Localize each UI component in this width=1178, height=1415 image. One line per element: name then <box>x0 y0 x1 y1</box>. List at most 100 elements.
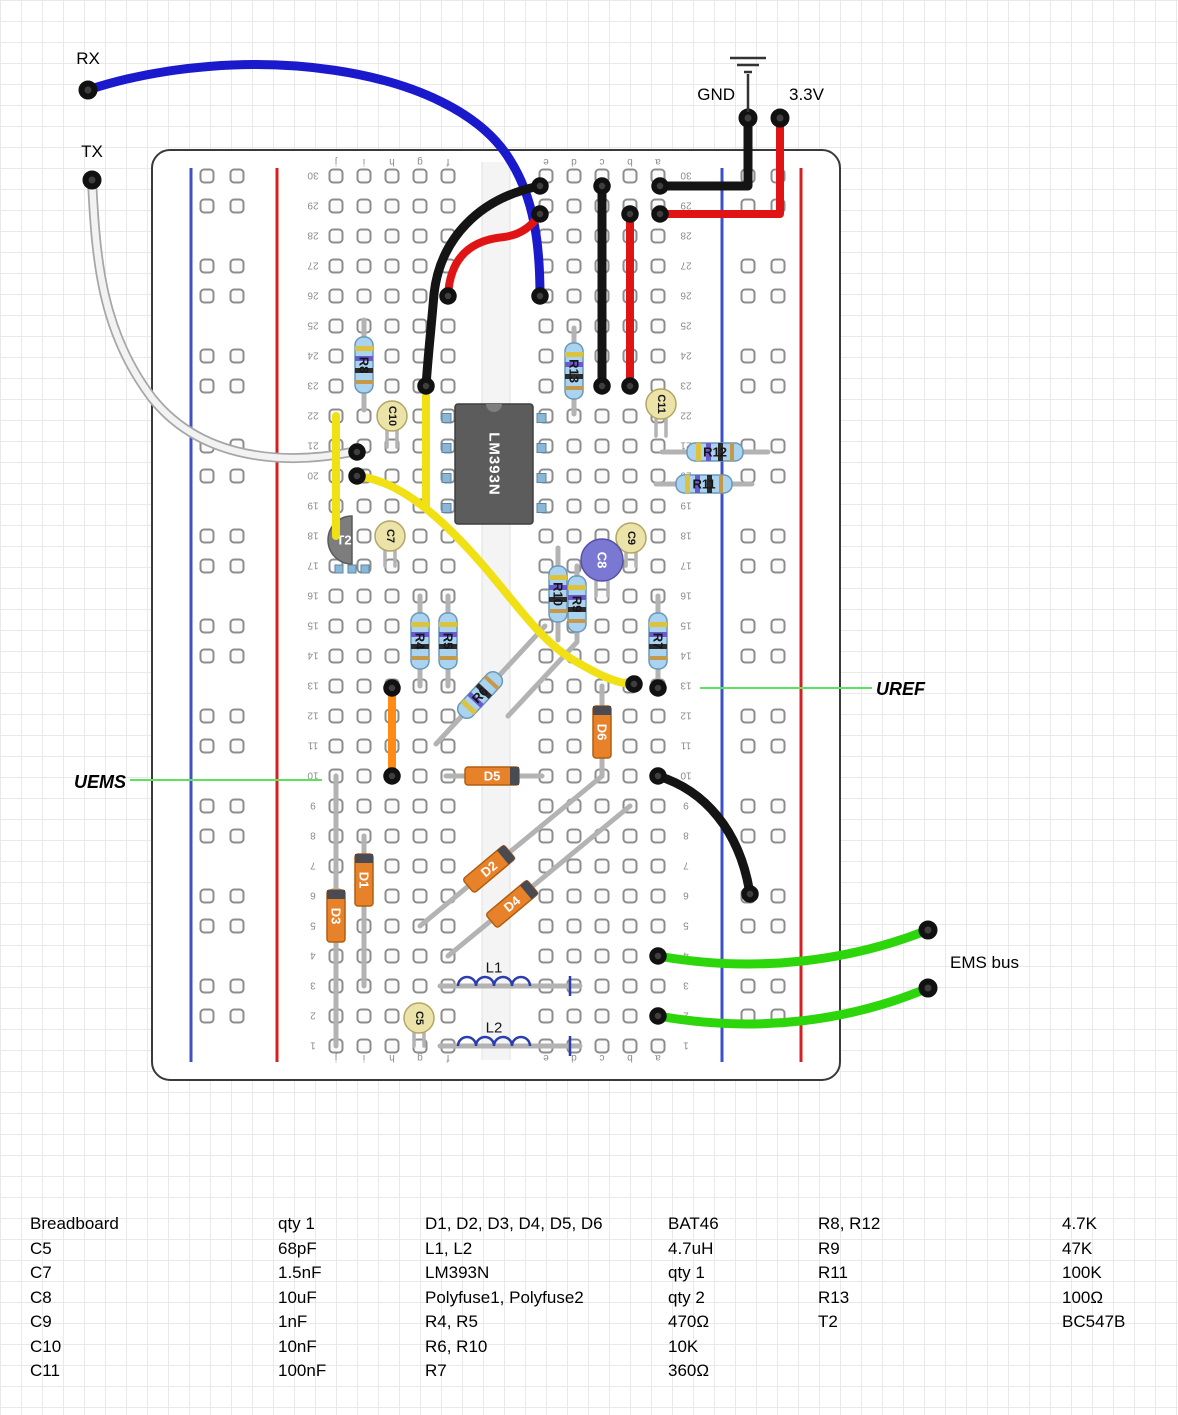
diode-d2[interactable]: D2 <box>463 844 516 893</box>
diode-d3[interactable]: D3 <box>326 889 346 943</box>
capacitor-c8[interactable]: C8 <box>580 538 624 582</box>
capacitor-c9[interactable]: C9 <box>615 522 647 554</box>
board-coord-label: 1 <box>683 1040 689 1051</box>
diode-d1[interactable]: D1 <box>354 853 374 907</box>
board-coord-label: 25 <box>307 320 319 331</box>
resistor-r4[interactable]: R4 <box>410 612 430 670</box>
bom-part-value: 100nF <box>278 1361 327 1380</box>
board-coord-label: d <box>571 1052 577 1063</box>
board-coord-label: 5 <box>310 920 316 931</box>
board-coord-label: a <box>655 156 661 167</box>
bom-part-name: R11 <box>818 1263 848 1282</box>
lead-c9 <box>624 550 638 568</box>
board-coord-label: 2 <box>683 1010 689 1021</box>
wire-rx-blue[interactable] <box>83 60 545 301</box>
wire-end <box>531 177 549 195</box>
resistor-r12[interactable]: R12 <box>686 442 744 462</box>
resistor-r13[interactable]: R13 <box>564 342 584 400</box>
board-coord-label: 16 <box>307 590 319 601</box>
board-coord-label: 23 <box>307 380 319 391</box>
wire-black-right[interactable] <box>653 771 755 899</box>
lead-c5 <box>412 1030 426 1048</box>
board-coord-label: f <box>446 1052 449 1063</box>
lead-d4 <box>445 803 633 959</box>
ems-bus-label: EMS bus <box>950 953 1019 972</box>
board-coord-label: 30 <box>680 170 692 181</box>
board-coord-label: 8 <box>310 830 316 841</box>
capacitor-label: C11 <box>655 394 667 414</box>
resistor-r9[interactable]: R9 <box>567 575 587 633</box>
3v3-terminal[interactable] <box>770 108 790 128</box>
diode-d4[interactable]: D4 <box>486 879 539 928</box>
ic-notch <box>486 404 502 412</box>
resistor-r8[interactable]: R8 <box>354 336 374 394</box>
board-coord-label: 29 <box>680 200 692 211</box>
board-coord-label: 3 <box>310 980 316 991</box>
lead-d2 <box>417 773 605 929</box>
wire-3v3[interactable] <box>656 114 784 218</box>
board-coord-label: c <box>600 156 605 167</box>
board-coord-label: i <box>363 1052 365 1063</box>
ems-bus-terminal[interactable] <box>918 920 938 940</box>
resistor-r5[interactable]: R5 <box>438 612 458 670</box>
capacitor-c7[interactable]: C7 <box>374 520 406 552</box>
wire-end <box>649 1007 667 1025</box>
board-coord-label: i <box>363 156 365 167</box>
wire-end <box>593 377 611 395</box>
diode-d5[interactable]: D5 <box>464 766 520 786</box>
rx-terminal[interactable] <box>78 80 98 100</box>
lead-c10 <box>385 428 399 449</box>
bom-part-value: 360Ω <box>668 1361 710 1380</box>
bom-part-value: 10nF <box>278 1336 317 1356</box>
resistor-r7[interactable]: R7 <box>648 612 668 670</box>
wire-end <box>531 205 549 223</box>
diode-label: D6 <box>595 724 610 741</box>
wire-black-curve[interactable] <box>421 181 545 391</box>
left-rail-holes <box>192 161 252 1061</box>
bom-part-value: BC547B <box>1062 1312 1126 1331</box>
resistor-label: R4 <box>413 633 428 650</box>
board-coord-label: 21 <box>307 440 319 451</box>
board-coord-label: 7 <box>310 860 316 871</box>
diode-d6[interactable]: D6 <box>592 705 612 759</box>
inductor-l2[interactable]: L2 <box>456 1020 572 1057</box>
board-coord-label: 22 <box>307 410 319 421</box>
wire-end <box>348 443 366 461</box>
wire-end <box>383 767 401 785</box>
board-coord-label: 9 <box>310 800 316 811</box>
bom-part-name: Polyfuse1, Polyfuse2 <box>425 1287 584 1307</box>
wire-green-ems-2[interactable] <box>653 983 933 1029</box>
board-coord-label: 11 <box>680 740 691 751</box>
board-coord-label: 11 <box>307 740 318 751</box>
bom-part-name: R8, R12 <box>818 1214 881 1233</box>
wire-green-ems-1[interactable] <box>653 925 933 969</box>
wire-tx-white[interactable] <box>87 175 357 464</box>
resistor-r11[interactable]: R11 <box>675 474 733 494</box>
resistor-label: R12 <box>703 445 727 460</box>
gnd-terminal[interactable] <box>738 108 758 128</box>
resistor-r6[interactable]: R6 <box>454 668 505 721</box>
resistor-label: R10 <box>551 582 566 606</box>
wire-red-curve[interactable] <box>444 210 544 300</box>
capacitor-c10[interactable]: C10 <box>376 400 408 432</box>
tx-terminal[interactable] <box>82 170 102 190</box>
inductor-l1[interactable]: L1 <box>456 960 572 997</box>
wire-yellow-uref[interactable] <box>353 472 638 688</box>
board-coord-label: c <box>600 1052 605 1063</box>
capacitor-c5[interactable]: C5 <box>403 1002 435 1034</box>
wire-end <box>621 377 639 395</box>
wire-gnd[interactable] <box>655 113 753 191</box>
capacitor-c11[interactable]: C11 <box>645 388 677 420</box>
bom-part-value: 100Ω <box>1062 1287 1104 1307</box>
ems-bus-terminal[interactable] <box>918 978 938 998</box>
resistor-r10[interactable]: R10 <box>548 565 568 623</box>
tx-label: TX <box>81 142 103 161</box>
ic-lm393n[interactable]: LM393N <box>441 403 547 525</box>
